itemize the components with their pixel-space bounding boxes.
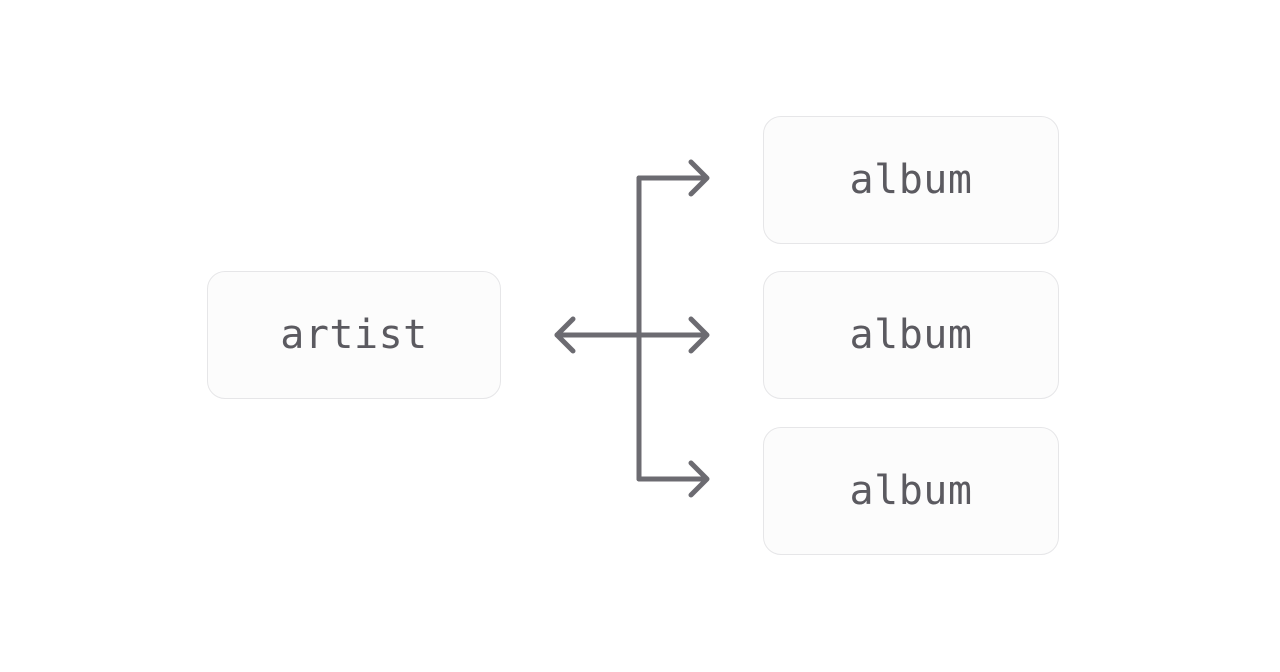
album-node: album (763, 427, 1059, 555)
artist-node: artist (207, 271, 501, 399)
album-node: album (763, 116, 1059, 244)
artist-node-label: artist (280, 312, 428, 358)
arrowhead-top (688, 159, 710, 197)
arrowhead-bottom (688, 460, 710, 498)
album-node-label: album (849, 468, 973, 514)
album-node-label: album (849, 157, 973, 203)
arrowhead-middle-left (554, 316, 576, 354)
album-node: album (763, 271, 1059, 399)
album-node-label: album (849, 312, 973, 358)
arrowhead-middle-right (688, 316, 710, 354)
